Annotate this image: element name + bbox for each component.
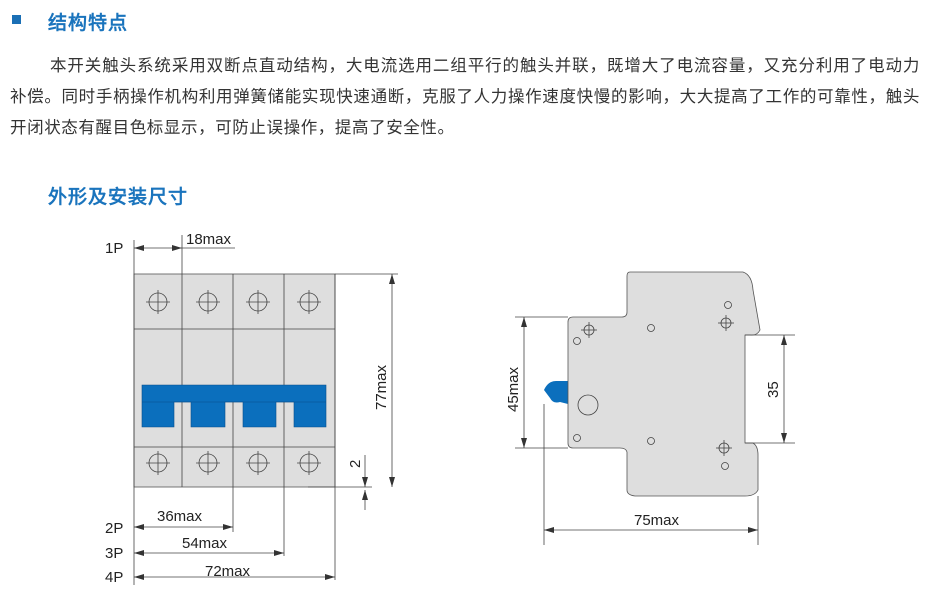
- dim-36max: 36max: [157, 508, 203, 525]
- dim-54max: 54max: [182, 535, 228, 552]
- dim-35: 35: [765, 381, 782, 398]
- label-2p: 2P: [105, 520, 123, 537]
- dim-18max: 18max: [186, 231, 232, 248]
- section-bullet-icon: [12, 15, 21, 24]
- front-view: 18max 1P 77max 2 36max 2P 54max 3P 72max…: [105, 231, 398, 586]
- label-1p: 1P: [105, 240, 123, 257]
- section-title-dimensions: 外形及安装尺寸: [48, 186, 189, 208]
- label-4p: 4P: [105, 569, 123, 586]
- section-title-structure: 结构特点: [48, 12, 129, 34]
- dim-77max: 77max: [373, 364, 390, 410]
- dim-2: 2: [347, 460, 364, 468]
- dim-72max: 72max: [205, 563, 251, 580]
- side-view: 45max 35 75max: [505, 271, 795, 545]
- structure-description: 本开关触头系统采用双断点直动结构，大电流选用二组平行的触头并联，既增大了电流容量…: [10, 56, 920, 137]
- dim-45max: 45max: [505, 366, 522, 412]
- side-handle: [544, 381, 568, 404]
- label-3p: 3P: [105, 545, 123, 562]
- dim-75max: 75max: [634, 512, 680, 529]
